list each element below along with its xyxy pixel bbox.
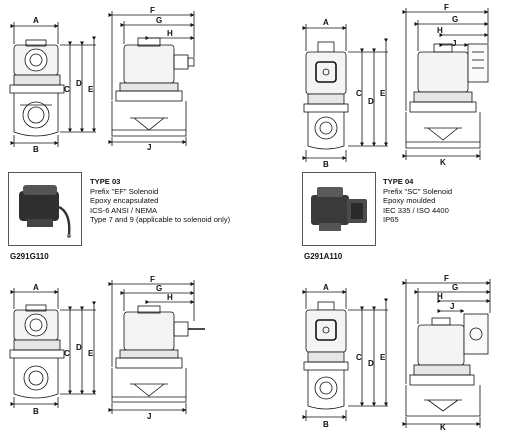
dim-label-d: D [368, 359, 374, 368]
dim-label-h: H [437, 292, 443, 301]
type04-title: TYPE 04 [383, 177, 414, 186]
type04-line-4: IP65 [383, 215, 399, 225]
dim-label-g: G [156, 16, 162, 25]
type03-line-4: Type 7 and 9 (applicable to solenoid onl… [90, 215, 231, 225]
dim-label-g: G [452, 283, 458, 292]
dim-label-h: H [167, 29, 173, 38]
dim-label-g: G [156, 284, 162, 293]
dim-label-h: H [167, 293, 173, 302]
dim-label-a: A [33, 283, 39, 292]
valve-front-view-top-right [302, 24, 388, 162]
dim-label-a: A [33, 16, 39, 25]
type04-line-3: IEC 335 / ISO 4400 [383, 205, 449, 215]
type03-line-3: ICS-6 ANSI / NEMA [90, 205, 158, 215]
valve-side-view-top-right [402, 8, 489, 160]
type03-part-code: G291G110 [10, 252, 49, 261]
type03-line-2: Epoxy encapsulated [90, 196, 159, 206]
dim-label-b: B [33, 145, 39, 154]
dim-label-j: J [147, 143, 151, 152]
dim-label-b: B [323, 160, 329, 169]
dim-label-a: A [323, 283, 329, 292]
dim-label-d: D [76, 343, 82, 352]
dim-label-f: F [150, 6, 155, 15]
dim-label-c: C [64, 85, 70, 94]
dim-label-f: F [150, 275, 155, 284]
valve-front-view-top-left [9, 22, 96, 147]
dim-label-e: E [380, 353, 386, 362]
valve-side-view-bottom-right [402, 279, 491, 428]
dim-label-j: J [450, 302, 454, 311]
dim-label-g: G [452, 15, 458, 24]
dim-label-h: H [437, 26, 443, 35]
dim-label-f: F [444, 274, 449, 283]
type04-part-code: G291A110 [304, 252, 343, 261]
dim-label-k: K [440, 158, 446, 167]
type03-info: TYPE 03 Prefix "EF" Solenoid Epoxy encap… [90, 177, 230, 225]
dim-label-j: J [452, 39, 456, 48]
dim-label-a: A [323, 18, 329, 27]
valve-side-view-bottom-left [108, 280, 205, 414]
dim-label-e: E [88, 349, 94, 358]
dim-label-d: D [76, 79, 82, 88]
dim-label-b: B [323, 420, 329, 429]
dim-label-j: J [147, 412, 151, 421]
dim-label-d: D [368, 97, 374, 106]
dim-label-e: E [380, 89, 386, 98]
solenoid-ef-image [9, 173, 81, 245]
type03-title: TYPE 03 [90, 177, 121, 186]
type04-line-1: Prefix "SC" Solenoid [383, 186, 453, 196]
dim-label-e: E [88, 85, 94, 94]
type04-solenoid-photo [302, 172, 376, 246]
dim-label-f: F [444, 3, 449, 12]
type04-line-2: Epoxy moulded [383, 196, 436, 206]
valve-side-view-top-left [108, 11, 195, 146]
dim-label-c: C [64, 349, 70, 358]
valve-front-view-bottom-right [302, 288, 388, 421]
dim-label-c: C [356, 353, 362, 362]
valve-front-view-bottom-left [9, 288, 96, 408]
dim-label-k: K [440, 423, 446, 430]
dim-label-b: B [33, 407, 39, 416]
solenoid-sc-image [303, 173, 375, 245]
type03-line-1: Prefix "EF" Solenoid [90, 186, 159, 196]
type04-info: TYPE 04 Prefix "SC" Solenoid Epoxy mould… [383, 177, 452, 225]
dim-label-c: C [356, 89, 362, 98]
type03-solenoid-photo [8, 172, 82, 246]
